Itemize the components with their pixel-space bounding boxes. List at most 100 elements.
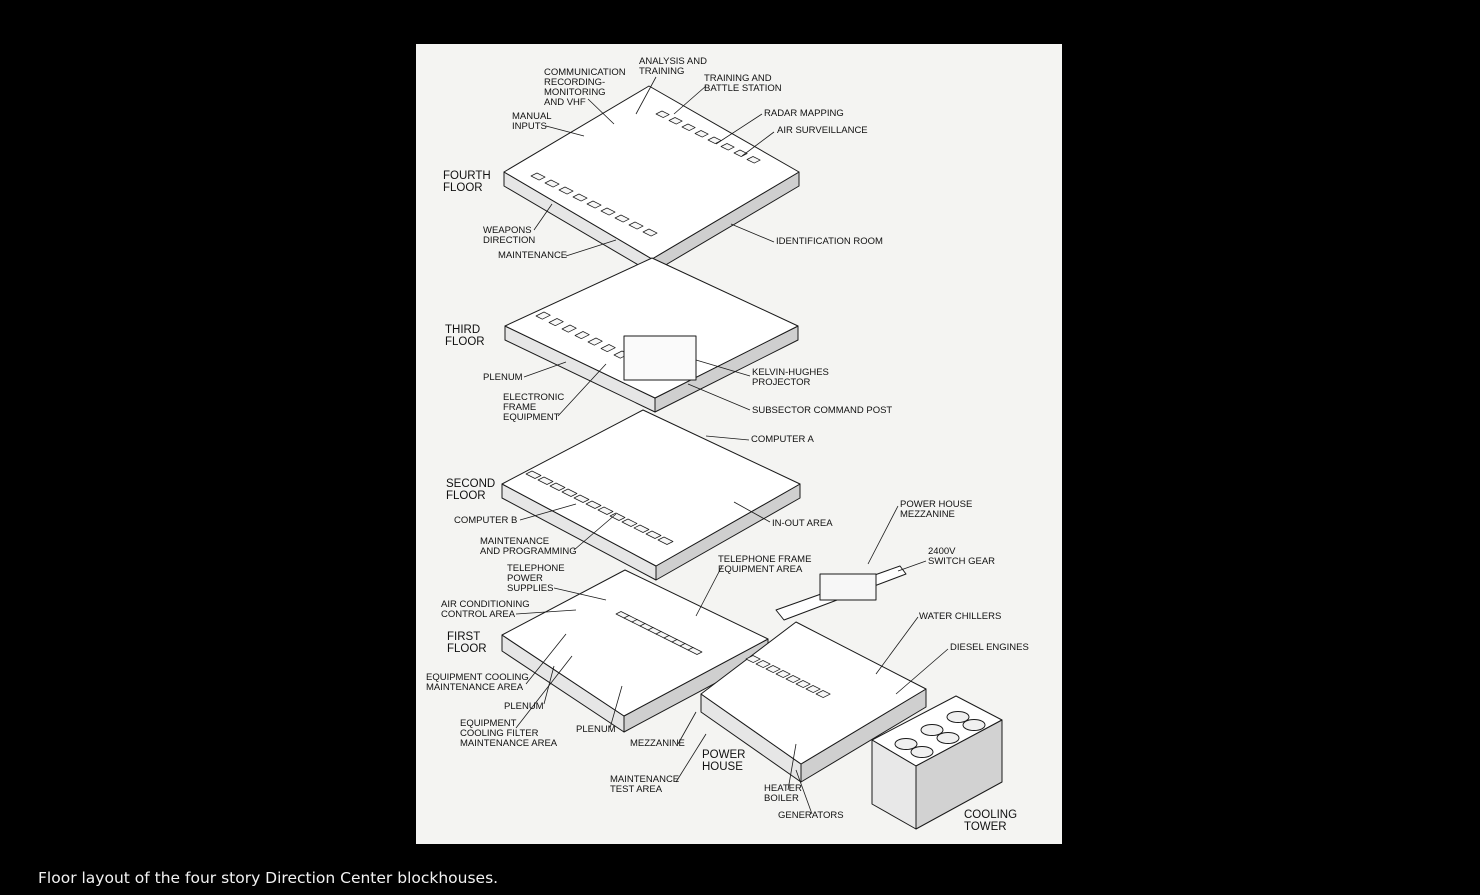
label-computer-a: COMPUTER A <box>751 434 814 445</box>
first-floor-equipment-row-9 <box>687 647 703 655</box>
leader-line-21 <box>515 609 577 615</box>
second-floor-computers-row-3 <box>561 488 578 497</box>
power-house-engines-row-1 <box>755 660 771 668</box>
label-first-floor: FIRST FLOOR <box>447 631 487 655</box>
label-identification-room: IDENTIFICATION ROOM <box>776 236 883 247</box>
first-floor-top-face <box>501 569 769 717</box>
power-house-engines-row-6 <box>805 685 821 693</box>
leader-line-9 <box>523 361 567 378</box>
cooling-fan-3 <box>910 746 934 758</box>
fourth-floor-consoles-b-row-7 <box>746 156 761 164</box>
leader-line-15 <box>733 501 771 523</box>
label-fourth-floor: FOURTH FLOOR <box>443 170 491 194</box>
leader-line-28 <box>677 711 697 745</box>
fourth-floor-consoles-row-5 <box>600 207 616 216</box>
second-floor-computers-row-9 <box>633 524 650 533</box>
second-floor-computers-row-4 <box>573 494 590 503</box>
floor-layout-diagram: FOURTH FLOOR THIRD FLOOR SECOND FLOOR FI… <box>416 44 1062 844</box>
leader-line-20 <box>553 587 607 601</box>
label-maintenance-test-area: MAINTENANCE TEST AREA <box>610 774 680 795</box>
fourth-floor-consoles-row-4 <box>586 200 602 209</box>
label-maintenance-programming: MAINTENANCE AND PROGRAMMING <box>480 536 577 557</box>
power-house-engines-row-0 <box>745 655 761 663</box>
leader-line-19 <box>897 560 927 572</box>
fourth-floor-consoles-b-row-3 <box>694 130 709 138</box>
fourth-floor-consoles-row-6 <box>614 214 630 223</box>
leader-line-17 <box>867 505 899 565</box>
label-plenum-first-b: PLENUM <box>576 724 616 735</box>
fourth-floor-consoles-b-row-2 <box>681 123 696 131</box>
leader-line-27 <box>515 655 573 729</box>
leader-line-26 <box>609 685 623 729</box>
fourth-floor-consoles-b-row-0 <box>655 110 670 118</box>
leader-line-24 <box>525 633 567 685</box>
leader-line-23 <box>895 648 949 695</box>
third-floor-rooms-row-4 <box>587 337 603 346</box>
third-floor-top-face <box>504 257 799 399</box>
label-equipment-cooling-filter: EQUIPMENT COOLING FILTER MAINTENANCE ARE… <box>460 718 558 749</box>
label-analysis-training: ANALYSIS AND TRAINING <box>639 56 707 77</box>
third-floor-rooms-row-2 <box>561 324 577 333</box>
label-telephone-power-supplies: TELEPHONE POWER SUPPLIES <box>507 563 565 594</box>
label-computer-b: COMPUTER B <box>454 515 518 526</box>
power-house-engines-row-2 <box>765 665 781 673</box>
label-heater-boiler: HEATER BOILER <box>764 783 802 804</box>
leader-line-30 <box>787 743 797 791</box>
leader-line-6 <box>533 203 553 231</box>
power-house-engines-row-3 <box>775 670 791 678</box>
fourth-floor-consoles-b-row-5 <box>720 143 735 151</box>
second-floor-computers-row-6 <box>597 506 614 515</box>
cooling-tower-right-face <box>915 719 1003 830</box>
third-floor-rooms-row-5 <box>600 344 616 352</box>
label-mezzanine: MEZZANINE <box>630 738 685 749</box>
label-plenum-third: PLENUM <box>483 372 523 383</box>
label-training-battle-station: TRAINING AND BATTLE STATION <box>704 73 782 94</box>
fourth-floor-consoles-row-1 <box>544 179 560 188</box>
switch-gear-block <box>819 573 877 601</box>
label-kelvin-hughes: KELVIN-HUGHES PROJECTOR <box>752 367 829 388</box>
image-caption: Floor layout of the four story Direction… <box>38 869 499 887</box>
third-floor-rooms-row-0 <box>535 311 551 320</box>
leader-line-31 <box>795 769 813 815</box>
fourth-floor-consoles-row-3 <box>572 193 588 202</box>
label-in-out-area: IN-OUT AREA <box>772 518 833 529</box>
second-floor-computers-row-7 <box>609 512 626 521</box>
power-house-engines-row-7 <box>815 690 831 698</box>
label-switch-gear: 2400V SWITCH GEAR <box>928 546 996 567</box>
leader-line-3 <box>545 125 585 137</box>
second-floor-computers-row-5 <box>585 500 602 509</box>
fourth-floor-consoles-b-row-1 <box>668 117 683 125</box>
leader-line-29 <box>675 733 707 783</box>
cooling-fan-4 <box>936 732 960 744</box>
label-air-surveillance: AIR SURVEILLANCE <box>777 125 868 136</box>
label-diesel-engines: DIESEL ENGINES <box>950 642 1029 653</box>
fourth-floor-consoles-row-2 <box>558 186 574 195</box>
label-power-house: POWER HOUSE <box>702 749 746 773</box>
leader-line-11 <box>695 359 751 377</box>
leader-line-18 <box>695 565 723 617</box>
second-floor-computers-row-10 <box>645 530 662 539</box>
third-floor-rooms-row-1 <box>548 318 564 326</box>
label-third-floor: THIRD FLOOR <box>445 324 485 348</box>
label-air-conditioning: AIR CONDITIONING CONTROL AREA <box>441 599 530 620</box>
leader-line-12 <box>687 383 751 411</box>
leader-line-10 <box>557 363 607 417</box>
label-subsector-command-post: SUBSECTOR COMMAND POST <box>752 405 893 416</box>
second-floor-computers-row-2 <box>549 482 566 491</box>
leader-line-22 <box>875 616 919 675</box>
power-house-engines-row-4 <box>785 675 801 683</box>
second-floor-computers-row-0 <box>525 470 542 479</box>
label-power-house-mezzanine: POWER HOUSE MEZZANINE <box>900 499 973 520</box>
leader-line-7 <box>565 239 617 257</box>
cooling-fan-1 <box>920 724 944 736</box>
leader-line-14 <box>519 503 577 521</box>
fourth-floor-consoles-row-7 <box>628 221 644 230</box>
label-manual-inputs: MANUAL INPUTS <box>512 111 552 132</box>
cooling-fan-2 <box>946 711 970 723</box>
fourth-floor-consoles-row-8 <box>642 228 658 237</box>
power-house-engines-row-5 <box>795 680 811 688</box>
fourth-floor-consoles-row-0 <box>530 172 546 181</box>
label-maintenance: MAINTENANCE <box>498 250 568 261</box>
leader-line-13 <box>705 435 750 441</box>
